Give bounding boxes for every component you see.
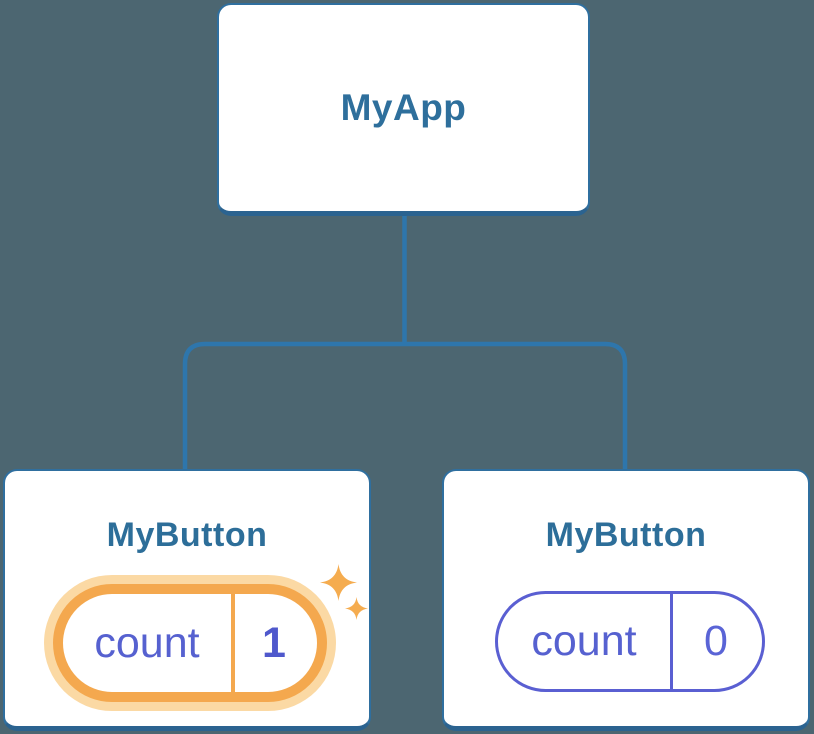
node-title: MyButton [106,516,268,554]
state-pill: count 0 [495,591,765,692]
node-title: MyApp [340,87,467,128]
node-title: MyButton [545,516,707,554]
state-value: 1 [262,618,286,667]
state-value: 0 [704,617,728,665]
state-pill-highlighted: count 1 [53,584,327,702]
sparkles-icon [320,564,357,601]
node-mybutton-left: MyButton count 1 [3,469,371,731]
node-mybutton-right: MyButton count 0 [442,469,810,731]
pill-divider [670,591,673,692]
pill-divider [231,584,235,702]
state-name: count [94,618,200,667]
node-myapp: MyApp [217,3,590,216]
state-name: count [531,617,637,665]
sparkles-icon [345,597,368,620]
